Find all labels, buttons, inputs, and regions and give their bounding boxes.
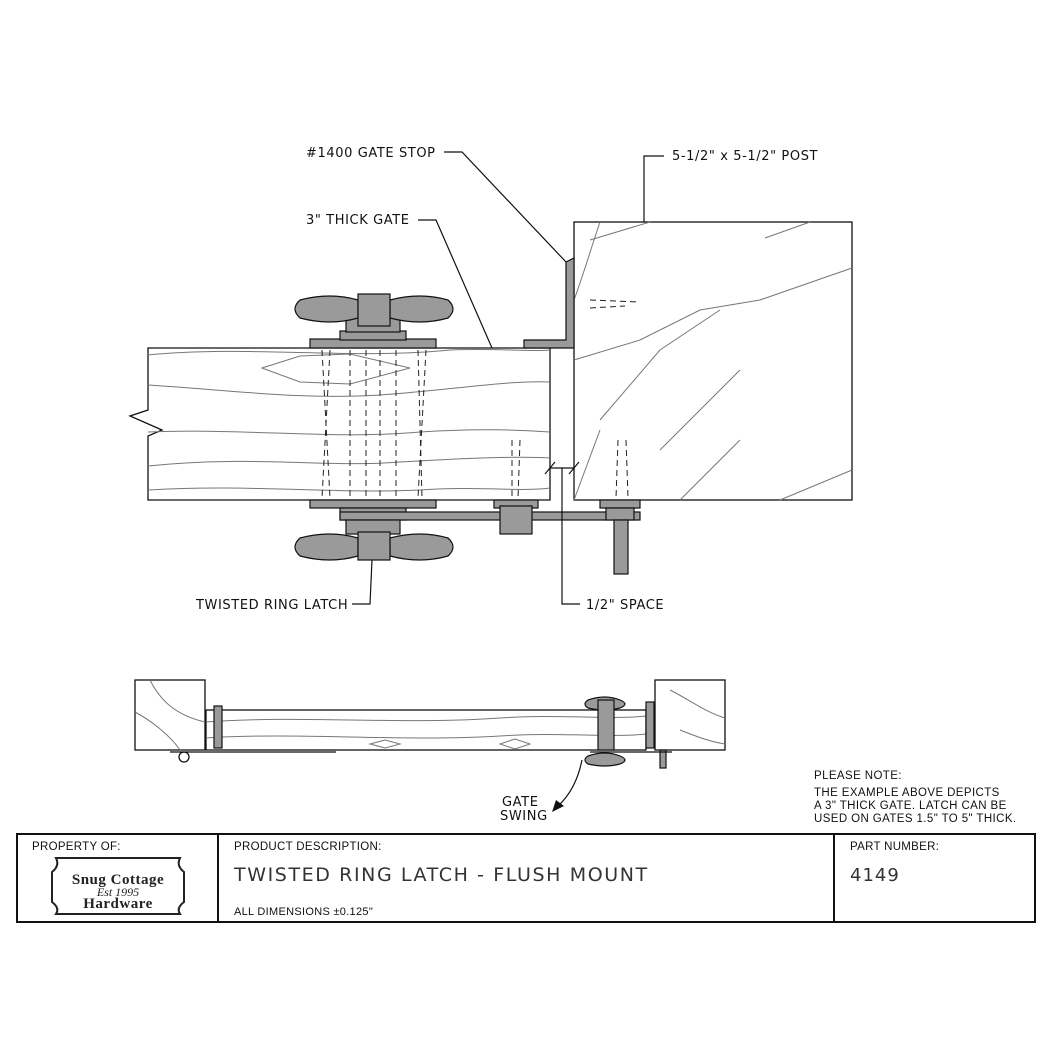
company-logo: Snug Cottage Est 1995 Hardware — [51, 857, 185, 915]
gate-board — [128, 347, 551, 501]
note-line2: A 3" THICK GATE. LATCH CAN BE — [814, 800, 1007, 812]
right-post — [654, 679, 726, 751]
overview-latch — [584, 696, 672, 769]
part-number: 4149 — [850, 865, 900, 886]
label-gate-swing-2: SWING — [500, 809, 548, 824]
svg-text:Snug Cottage: Snug Cottage — [72, 872, 164, 888]
property-label: PROPERTY OF: — [32, 841, 121, 853]
fastener-lines — [321, 349, 629, 499]
note-line3: USED ON GATES 1.5" TO 5" THICK. — [814, 813, 1017, 825]
label-gate-swing-1: GATE — [502, 795, 539, 810]
detail-view: #1400 GATE STOP 5-1/2" x 5-1/2" POST 3" … — [128, 146, 853, 613]
gate-swing-arrow — [557, 759, 583, 807]
label-latch: TWISTED RING LATCH — [195, 598, 348, 613]
title-block: PROPERTY OF: Snug Cottage Est 1995 Hardw… — [16, 833, 1036, 923]
top-handle — [294, 293, 454, 349]
svg-text:Hardware: Hardware — [83, 896, 153, 912]
overview-view: GATE SWING — [134, 679, 726, 824]
overview-gate — [170, 705, 647, 763]
note-line1: THE EXAMPLE ABOVE DEPICTS — [814, 787, 1000, 799]
space-dimension — [544, 461, 580, 605]
note-block: PLEASE NOTE: THE EXAMPLE ABOVE DEPICTS A… — [814, 770, 1017, 825]
part-label: PART NUMBER: — [850, 841, 939, 853]
note-heading: PLEASE NOTE: — [814, 770, 902, 782]
label-post: 5-1/2" x 5-1/2" POST — [672, 149, 818, 164]
gate-swing-arrowhead — [552, 800, 564, 812]
product-label: PRODUCT DESCRIPTION: — [234, 841, 382, 853]
gate-stop-bracket — [523, 257, 575, 349]
dimensions-note: ALL DIMENSIONS ±0.125" — [234, 906, 373, 918]
label-thick-gate: 3" THICK GATE — [306, 213, 410, 228]
label-space: 1/2" SPACE — [586, 598, 664, 613]
post — [573, 221, 853, 501]
latch-assembly — [294, 499, 641, 575]
svg-text:Est 1995: Est 1995 — [96, 885, 139, 899]
left-post — [134, 679, 206, 751]
label-gate-stop: #1400 GATE STOP — [306, 146, 436, 161]
leader-lines — [352, 151, 664, 605]
product-name: TWISTED RING LATCH - FLUSH MOUNT — [233, 864, 649, 886]
